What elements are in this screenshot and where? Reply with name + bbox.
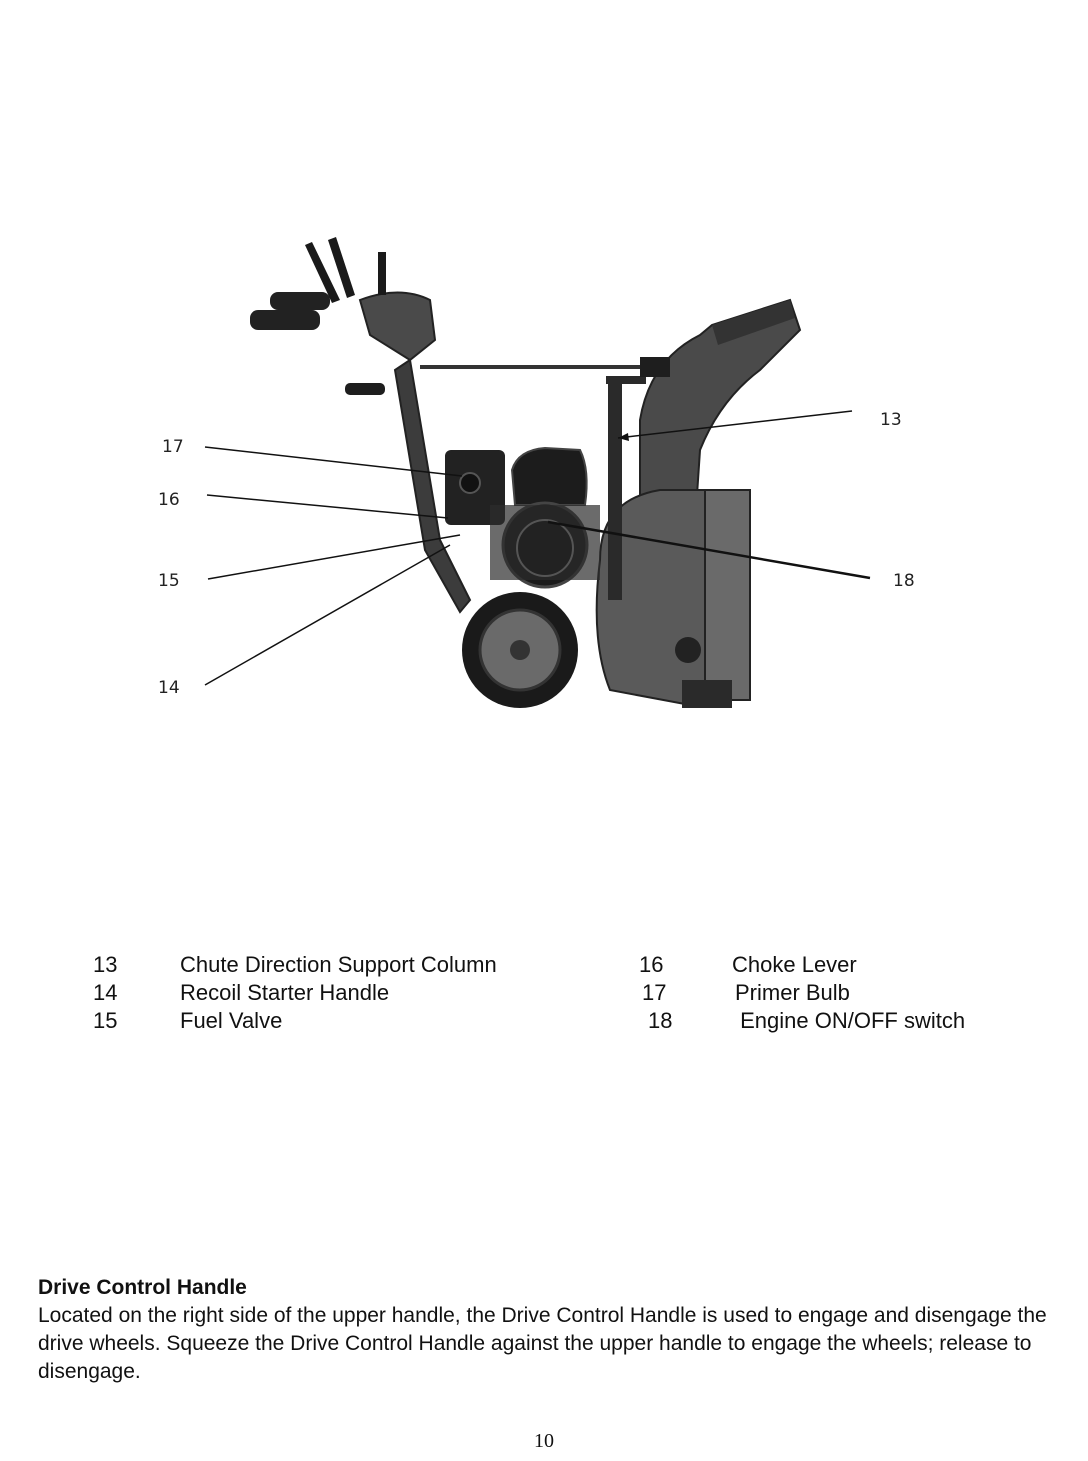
legend-number-18: 18 [648,1008,672,1034]
callout-16: 16 [158,490,180,510]
snow-blower-illustration [0,0,1088,760]
snow-blower-figure: 13 17 16 15 18 14 [0,0,1088,760]
callout-18: 18 [893,571,915,591]
callout-13: 13 [880,410,902,430]
legend-label-16: Choke Lever [732,952,857,978]
section-body: Located on the right side of the upper h… [38,1302,1048,1386]
legend-number-14: 14 [93,980,117,1006]
legend-number-17: 17 [642,980,666,1006]
legend-number-16: 16 [639,952,663,978]
legend-number-15: 15 [93,1008,117,1034]
legend-label-18: Engine ON/OFF switch [734,1008,965,1034]
legend-label-14: Recoil Starter Handle [180,980,389,1006]
section-heading: Drive Control Handle [38,1276,247,1300]
legend-label-13: Chute Direction Support Column [180,952,497,978]
legend-label-15: Fuel Valve [180,1008,282,1034]
legend-label-17: Primer Bulb [735,980,850,1006]
callout-15: 15 [158,571,180,591]
callout-17: 17 [162,437,184,457]
legend-number-13: 13 [93,952,117,978]
callout-14: 14 [158,678,180,698]
page-number: 10 [0,1430,1088,1453]
